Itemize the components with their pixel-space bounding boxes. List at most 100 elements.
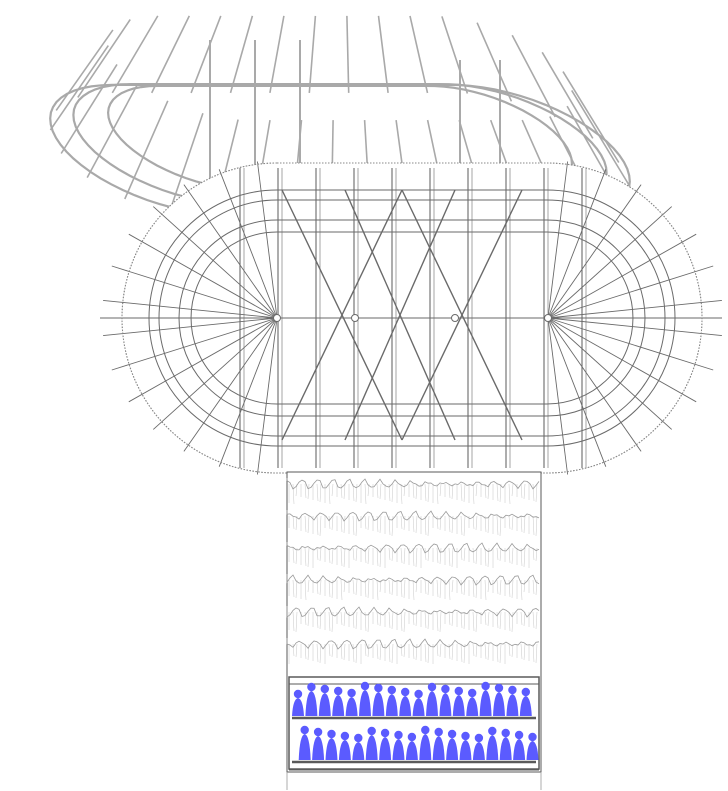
person (486, 726, 499, 760)
person (325, 729, 338, 760)
person-body (479, 690, 492, 716)
thatch-strand (316, 611, 319, 629)
thatch-row (286, 478, 540, 490)
thatch-strand (535, 611, 538, 630)
thatch-strand (364, 643, 367, 657)
thatch-strand (400, 547, 403, 564)
perspective-rafter (476, 22, 513, 102)
person-head (427, 682, 437, 692)
person-head (454, 686, 463, 696)
thatch-strand (316, 515, 319, 536)
person (352, 733, 365, 760)
perspective-rafter (308, 15, 317, 93)
person-body (332, 695, 345, 716)
thatch-strand (460, 579, 463, 595)
person (385, 685, 398, 716)
thatch-strand (352, 579, 355, 595)
thatch-strand (295, 515, 298, 531)
plan-ring-4 (190, 231, 634, 405)
person (452, 686, 465, 716)
plan-fan-rib (256, 317, 278, 475)
thatch-strand (448, 579, 451, 601)
thatch-strand (511, 483, 514, 497)
thatch-strand (352, 515, 355, 536)
perspective-rafter (269, 15, 285, 94)
person-body (292, 698, 304, 716)
thatch-strand (463, 643, 466, 664)
person-head (387, 685, 396, 695)
plan-fan-rib (152, 206, 278, 319)
thatch-strand (343, 515, 346, 534)
thatch-strand (292, 483, 295, 505)
thatch-strand (343, 547, 346, 568)
thatch-strand (436, 611, 439, 632)
perspective-rafter (60, 63, 118, 154)
person-body (506, 694, 519, 716)
thatch-strand (439, 547, 442, 565)
thatch-strand (352, 483, 355, 502)
plan-fan-rib (547, 299, 722, 319)
thatch-strand (511, 611, 514, 633)
plan-fan-rib (547, 169, 607, 319)
thatch-strand (496, 579, 499, 595)
thatch-strand (319, 643, 322, 664)
person (526, 732, 539, 760)
thatch-strand (424, 643, 427, 663)
thatch-strand (508, 515, 511, 530)
thatch-strand (304, 643, 307, 660)
perspective-rafter (229, 15, 254, 94)
thatch-strand (364, 579, 367, 598)
person (493, 683, 505, 716)
thatch-strand (319, 579, 322, 596)
thatch-strand (424, 579, 427, 595)
plan-ring-1 (148, 189, 676, 447)
thatch-strand (472, 611, 475, 632)
thatch-strand (436, 515, 439, 530)
plan-outline-edge (121, 162, 703, 474)
thatch-strand (316, 483, 319, 502)
person-body (352, 742, 365, 760)
thatch-strand (316, 547, 319, 561)
thatch-strand (523, 483, 526, 500)
thatch-strand (352, 611, 355, 629)
perspective-rafter (150, 15, 191, 94)
person (332, 686, 345, 716)
thatch-strand (403, 579, 406, 599)
thatch-strand (403, 611, 406, 633)
plan-joint (451, 314, 459, 322)
person-head (414, 689, 423, 699)
thatch-strand (391, 483, 394, 503)
thatch-strand (439, 579, 442, 599)
person-body (519, 696, 532, 716)
thatch-strand (415, 611, 418, 627)
plan-fan-rib (547, 317, 607, 467)
thatch-strand (436, 579, 439, 598)
thatch-strand (376, 515, 379, 533)
plan-fan-rib (111, 317, 278, 371)
thatch-strand (412, 611, 415, 626)
thatch-strand (487, 611, 490, 627)
thatch-strand (460, 643, 463, 663)
plan-fan-rib (218, 317, 278, 467)
thatch-strand (400, 579, 403, 598)
plan-fan-rib (547, 317, 722, 337)
thatch-strand (379, 579, 382, 593)
perspective-rafter (86, 83, 139, 178)
thatch-strand (511, 515, 514, 531)
plan-fan-rib (547, 317, 697, 403)
thatch-strand (388, 579, 391, 595)
person-body (426, 691, 438, 716)
thatch-strand (472, 515, 475, 530)
thatch-strand (364, 547, 367, 564)
thatch-strand (520, 579, 523, 601)
thatch-strand (355, 643, 358, 664)
person-body (298, 734, 311, 760)
thatch-strand (448, 515, 451, 533)
person (318, 684, 331, 716)
thatch-strand (295, 643, 298, 658)
thatch-strand (355, 611, 358, 630)
thatch-strand (292, 579, 295, 598)
thatch-strand (307, 643, 310, 661)
thatch-strand (535, 643, 538, 664)
thatch-strand (328, 579, 331, 598)
